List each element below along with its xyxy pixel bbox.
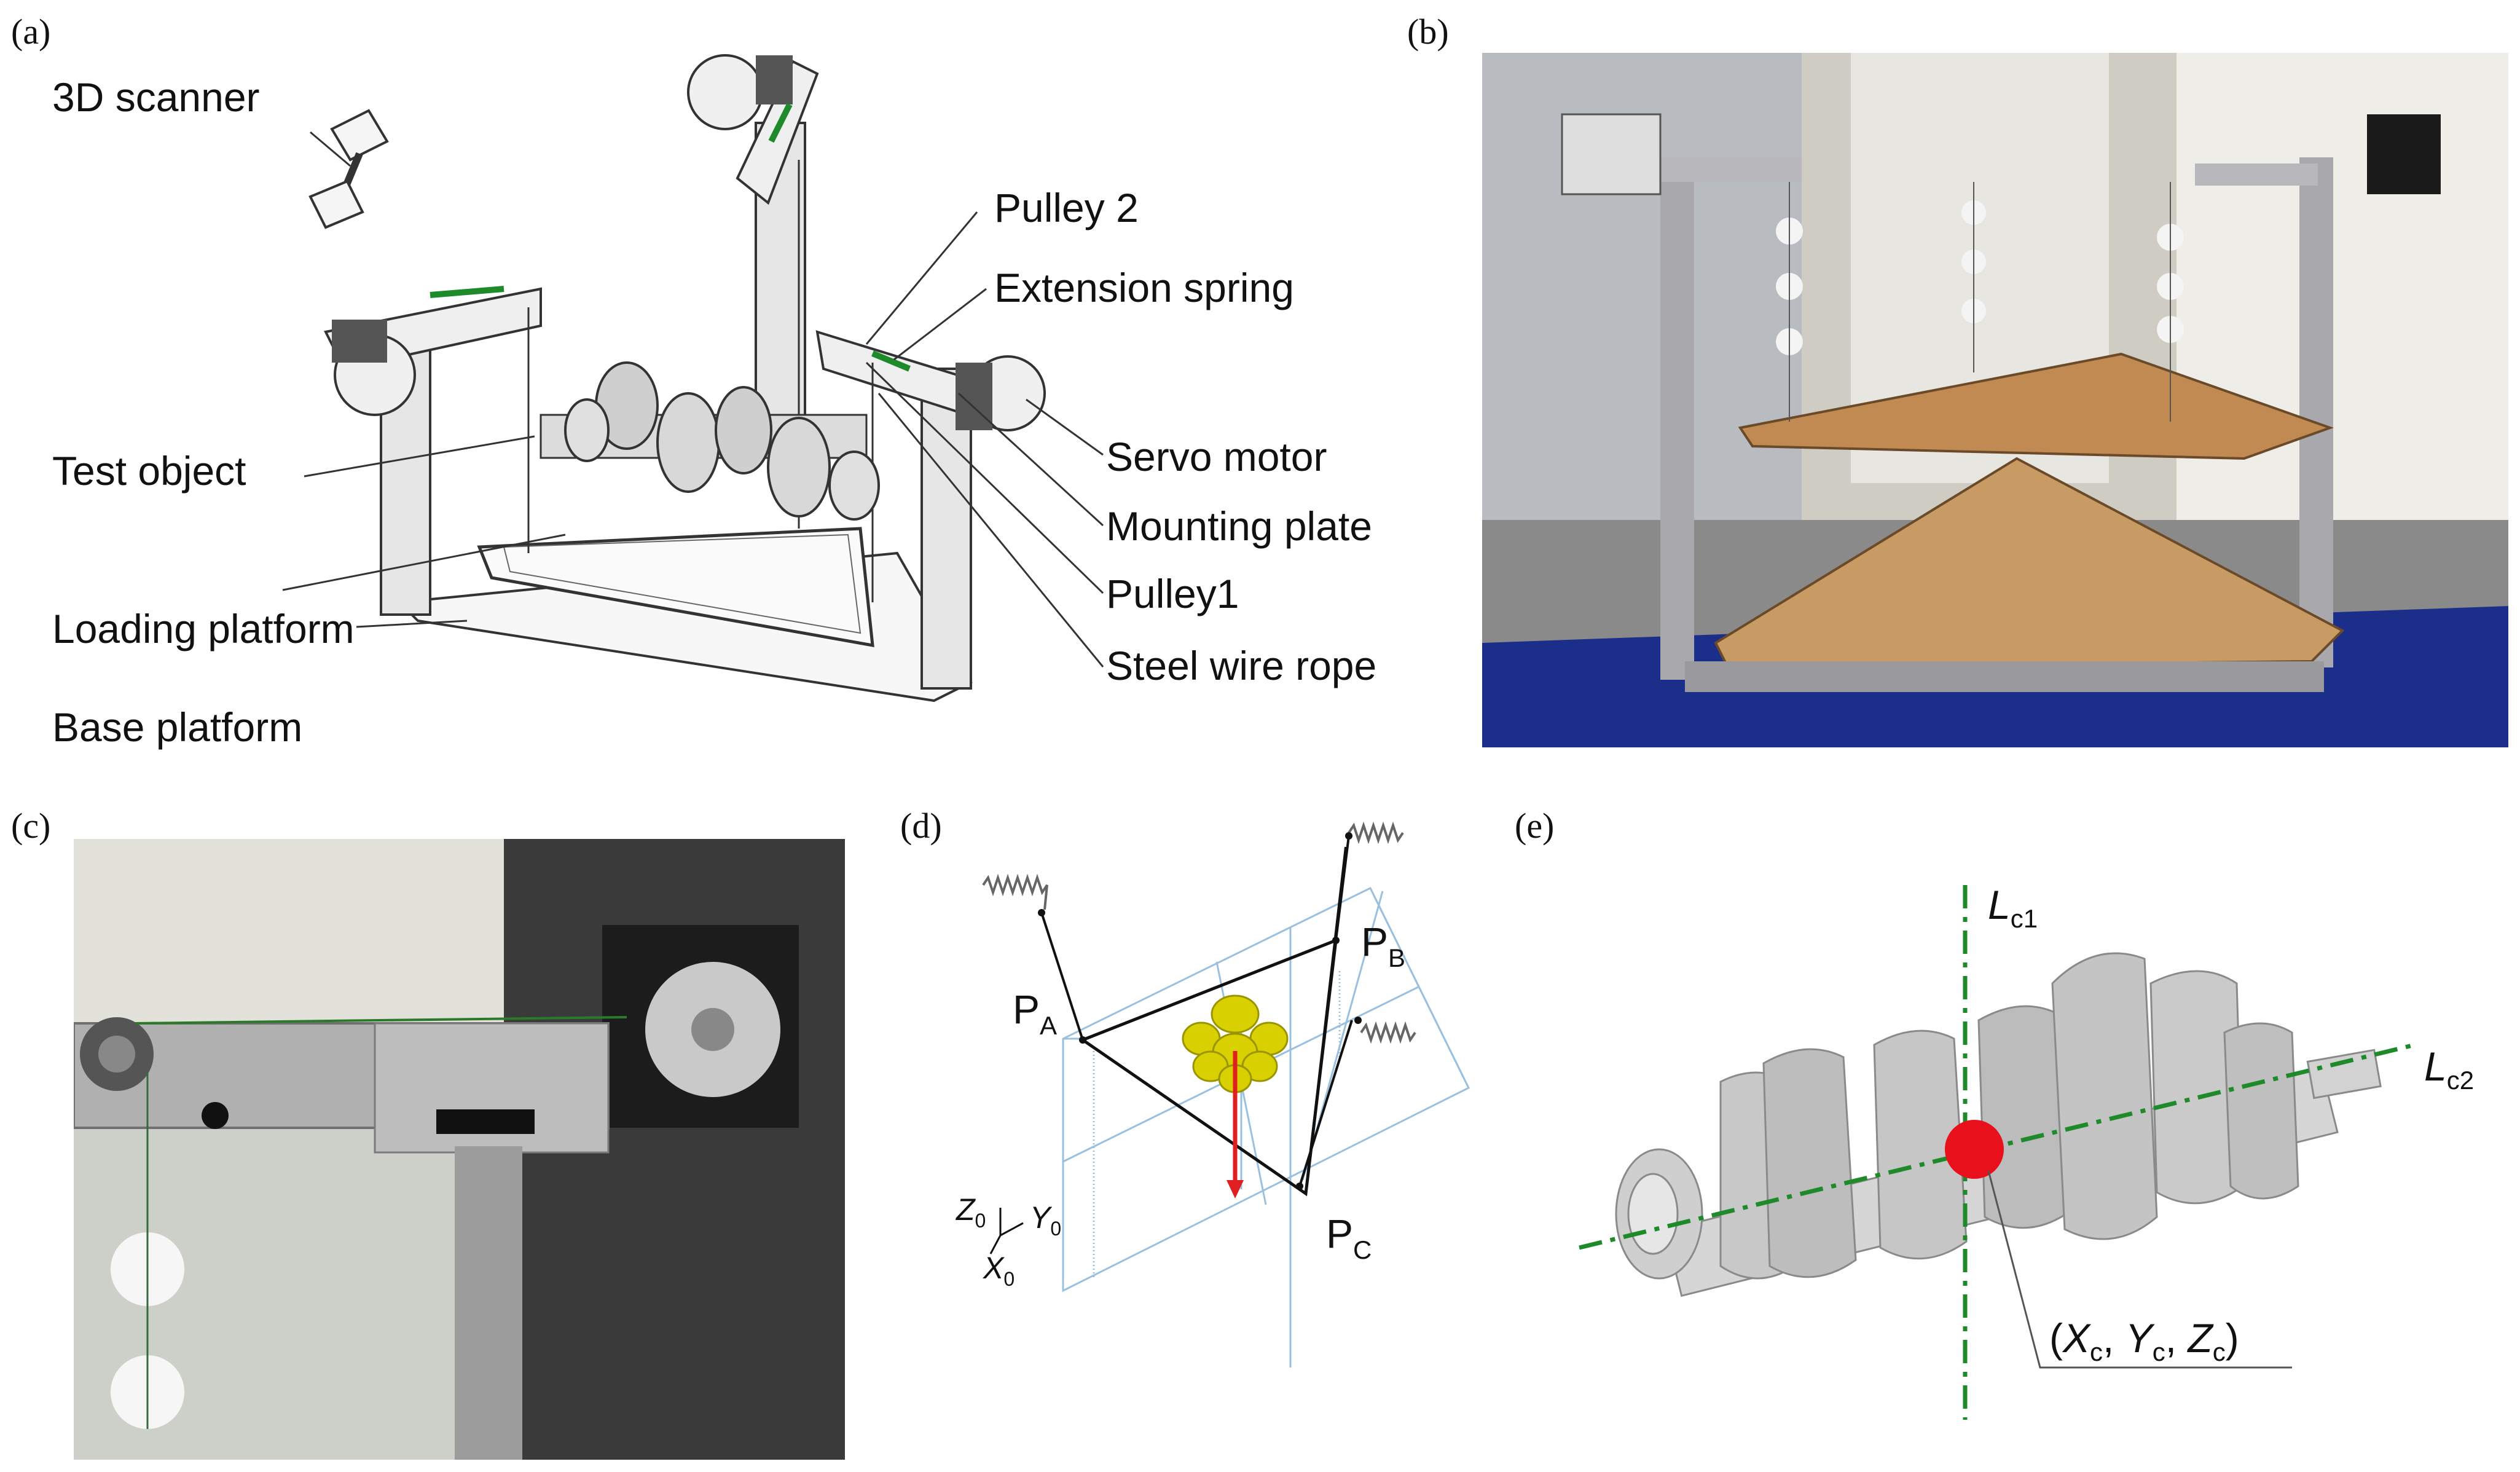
callout-extension-spring: Extension spring [994,265,1294,310]
panel-c-label: (c) [11,806,51,846]
centroid-close: ) [2226,1315,2239,1361]
centroid-x: X [2062,1315,2092,1361]
svg-text:Lc1: Lc1 [1988,882,2038,933]
callout-mounting-plate: Mounting plate [1106,503,1372,549]
centroid-comma-2: , [2165,1315,2188,1361]
test-object-crankshaft [540,361,880,521]
point-b-sub: B [1388,943,1405,972]
svg-text:X0: X0 [983,1251,1015,1290]
axis-z-sub: 0 [975,1210,986,1232]
centroid-comma-1: , [2103,1315,2126,1361]
callout-base-platform: Base platform [52,704,303,750]
centroid-z-sub: c [2213,1337,2226,1366]
centroid-x-sub: c [2090,1337,2103,1366]
svg-text:PC: PC [1326,1211,1372,1264]
axis-x-sub: 0 [1003,1268,1015,1290]
springs [982,821,1416,1044]
scanner-device [308,109,389,229]
callout-test-object: Test object [52,448,246,494]
point-b-label: P [1361,919,1388,964]
panel-d-label: (d) [900,806,942,846]
svg-text:Y0: Y0 [1030,1200,1061,1240]
centroid-marker [1945,1120,2004,1179]
svg-text:Lc2: Lc2 [2424,1044,2474,1095]
loading-platform [477,527,874,648]
callout-loading-platform: Loading platform [52,606,355,651]
callout-steel-wire-rope: Steel wire rope [1106,643,1377,688]
svg-text:PA: PA [1013,986,1057,1040]
panel-a-leaders [282,131,1104,667]
point-a-label: P [1013,986,1040,1032]
gravity-arrow-icon [1227,1180,1244,1198]
coordinate-axes-icon [989,1208,1024,1254]
centroid-open: ( [2049,1315,2063,1361]
lc2-label: L [2424,1044,2447,1089]
centroid-y: Y [2126,1315,2155,1361]
panel-b-photo [1482,53,2508,747]
panel-a-label: (a) [11,12,51,52]
lc2-sub: c2 [2447,1066,2474,1095]
callout-pulley-1: Pulley1 [1106,571,1239,616]
point-a-sub: A [1040,1011,1057,1040]
centroid-z: Z [2186,1315,2214,1361]
axis-y-label: Y [1030,1200,1053,1235]
callout-3d-scanner: 3D scanner [52,74,260,120]
panel-b-label: (b) [1407,12,1449,52]
callout-pulley-2: Pulley 2 [994,185,1139,230]
lc1-label: L [1988,882,2011,927]
centroid-leader [1987,1170,2292,1369]
svg-text:Z0: Z0 [956,1192,986,1232]
point-c-label: P [1326,1211,1353,1256]
lc1-sub: c1 [2011,904,2038,933]
point-c-sub: C [1353,1235,1372,1264]
crankshaft-render [1615,952,2382,1297]
cables [1040,835,1353,1194]
centroid-y-sub: c [2153,1337,2165,1366]
panel-e-label: (e) [1515,806,1555,846]
svg-text:(Xc, Yc, Zc): (Xc, Yc, Zc) [2049,1315,2239,1366]
axis-z-label: Z [956,1192,976,1227]
axis-y-sub: 0 [1050,1218,1061,1240]
axis-x-label: X [983,1251,1005,1285]
callout-servo-motor: Servo motor [1106,434,1327,479]
panel-c-photo [74,839,845,1460]
svg-text:PB: PB [1361,919,1405,972]
